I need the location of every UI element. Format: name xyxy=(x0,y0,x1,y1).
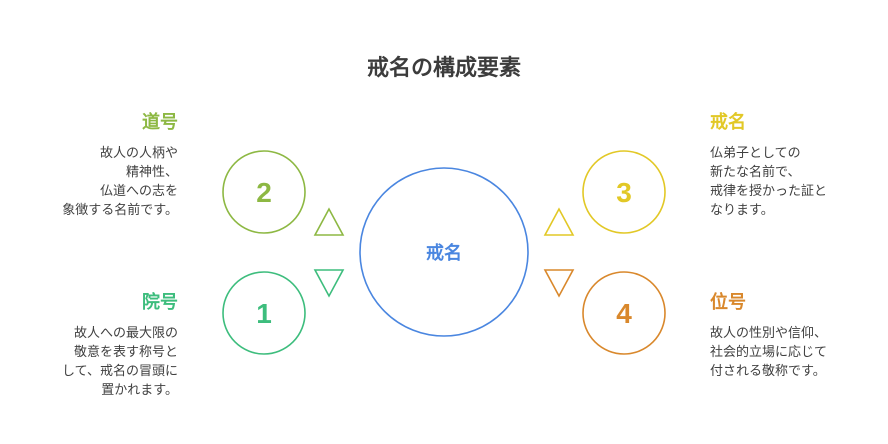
description-line: 新たな名前で、 xyxy=(710,165,801,180)
circle-item-3 xyxy=(582,150,666,234)
description-line: して、戒名の冒頭に xyxy=(62,364,178,379)
circle-item-1 xyxy=(222,271,306,355)
description-line: 象徴する名前です。 xyxy=(62,203,178,218)
description-line: 仏道への志を xyxy=(99,184,178,199)
heading-item-3: 戒名 xyxy=(710,112,746,133)
number-item-2: 2 xyxy=(256,177,272,208)
description-line: 付される敬称です。 xyxy=(710,364,826,379)
description-item-2: 故人の人柄や 精神性、 仏道への志を 象徴する名前です。 xyxy=(62,144,178,220)
center-label: 戒名 xyxy=(426,242,462,264)
triangle-up-icon xyxy=(543,207,575,236)
description-item-1: 故人への最大限の 敬意を表す称号と して、戒名の冒頭に 置かれます。 xyxy=(62,324,178,400)
description-item-3: 仏弟子としての 新たな名前で、 戒律を授かった証と なります。 xyxy=(710,144,827,220)
number-item-3: 3 xyxy=(616,177,632,208)
heading-item-4: 位号 xyxy=(710,292,746,313)
triangle-down-icon xyxy=(543,269,575,298)
number-item-4: 4 xyxy=(616,298,632,329)
triangle-up-icon xyxy=(313,207,345,236)
description-line: 故人の人柄や xyxy=(99,146,178,161)
description-line: 仏弟子としての xyxy=(710,146,801,161)
description-line: 故人への最大限の xyxy=(73,326,178,341)
description-line: なります。 xyxy=(710,203,774,218)
heading-item-2: 道号 xyxy=(142,112,178,133)
diagram-title: 戒名の構成要素 xyxy=(366,56,521,81)
heading-item-1: 院号 xyxy=(142,292,178,313)
circle-item-4 xyxy=(582,271,666,355)
center-circle xyxy=(359,167,529,337)
description-line: 精神性、 xyxy=(125,165,178,180)
description-line: 故人の性別や信仰、 xyxy=(710,326,828,341)
description-line: 戒律を授かった証と xyxy=(710,184,828,199)
description-item-4: 故人の性別や信仰、 社会的立場に応じて 付される敬称です。 xyxy=(710,324,827,381)
description-line: 社会的立場に応じて xyxy=(710,345,828,360)
circle-item-2 xyxy=(222,150,306,234)
description-line: 敬意を表す称号と xyxy=(73,345,178,360)
description-line: 置かれます。 xyxy=(101,383,178,398)
number-item-1: 1 xyxy=(256,298,272,329)
triangle-down-icon xyxy=(313,269,345,298)
